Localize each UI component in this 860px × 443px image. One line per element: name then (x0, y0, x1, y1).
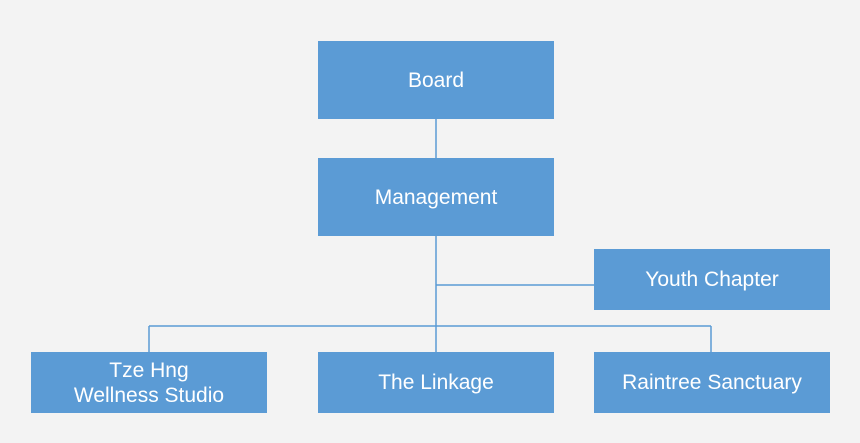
node-youth-chapter: Youth Chapter (594, 249, 830, 310)
node-board: Board (318, 41, 554, 119)
node-the-linkage: The Linkage (318, 352, 554, 413)
node-management: Management (318, 158, 554, 236)
node-raintree-sanctuary: Raintree Sanctuary (594, 352, 830, 413)
node-tze-hng-wellness-studio: Tze Hng Wellness Studio (31, 352, 267, 413)
